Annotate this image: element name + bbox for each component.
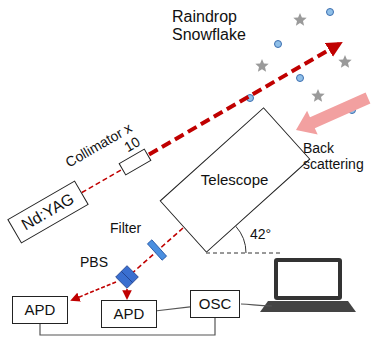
backscatter-arrow	[296, 93, 370, 135]
pbs-cube	[116, 266, 139, 289]
node-text: Collimator x 10	[57, 119, 142, 187]
filter-plate	[147, 240, 166, 260]
node-text: Telescope	[201, 171, 269, 188]
laptop-screen	[278, 262, 338, 296]
particles	[247, 9, 356, 114]
node-text: Nd:YAG	[19, 190, 78, 235]
pbs-diagonal	[121, 271, 132, 282]
oscilloscope-box: OSC	[190, 290, 240, 318]
raindrop-icon	[297, 75, 304, 82]
connector	[157, 307, 190, 311]
reference-line	[206, 253, 282, 254]
node-text: APD	[114, 305, 145, 322]
raindrop-icon	[275, 41, 282, 48]
angle-arc	[236, 226, 246, 253]
wire	[241, 304, 272, 306]
split-beam	[126, 289, 128, 298]
telescope-box: Telescope	[160, 107, 311, 253]
angle-label: 42°	[250, 226, 271, 242]
laser-box: Nd:YAG	[7, 180, 89, 243]
snowflake-icon	[338, 55, 351, 68]
connector	[82, 169, 122, 192]
split-beam	[72, 282, 116, 300]
annotation: Back scattering	[303, 140, 373, 172]
snowflake-icon	[293, 13, 306, 26]
node-text: OSC	[199, 295, 232, 312]
snowflake-icon	[311, 89, 324, 102]
node-text: APD	[25, 301, 56, 318]
detector-box: APD	[101, 300, 157, 328]
target-label: Raindrop Snowflake	[172, 8, 262, 45]
part-label: PBS	[80, 254, 108, 270]
raindrop-icon	[327, 9, 334, 16]
part-label: Filter	[110, 220, 141, 236]
snowflake-icon	[255, 59, 268, 72]
collimator-box: Collimator x 10	[119, 148, 152, 175]
laptop-screen-frame	[274, 258, 342, 300]
laptop-base	[260, 301, 356, 312]
detector-box: APD	[12, 296, 68, 324]
